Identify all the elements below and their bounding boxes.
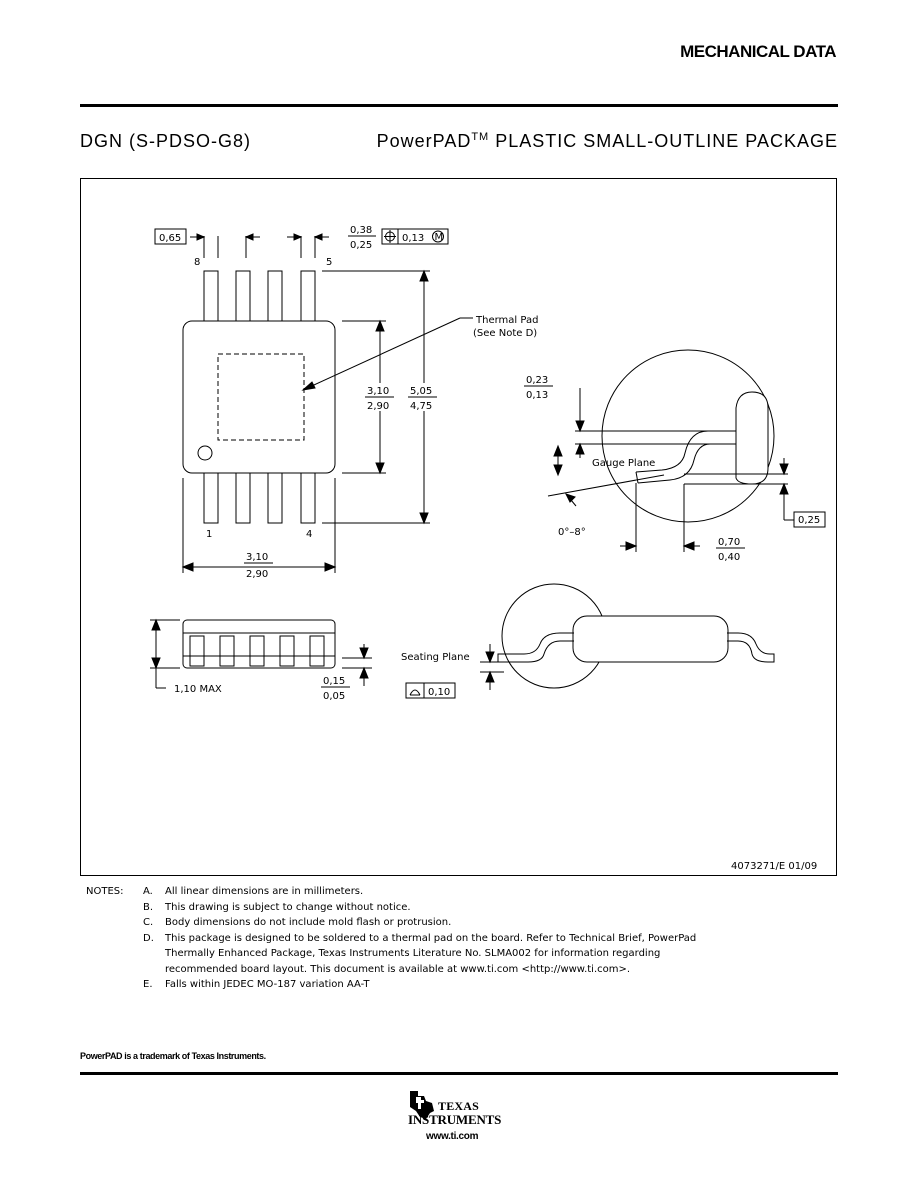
note-line: Thermally Enhanced Package, Texas Instru…	[165, 948, 661, 959]
package-description: PLASTIC SMALL-OUTLINE PACKAGE	[495, 131, 838, 151]
gauge-plane-label: Gauge Plane	[592, 458, 655, 469]
overall-length-min: 4,75	[410, 401, 432, 412]
lead-1	[203, 472, 219, 524]
note-item: D. This package is designed to be soldere…	[143, 931, 843, 978]
pin-5-label: 5	[326, 257, 332, 268]
pitch-box	[154, 228, 187, 245]
mechanical-drawing: 0,65 0,38 0,25 0,13 M 8 5 1 4 Thermal Pa…	[150, 225, 826, 872]
pitch-label: 0,65	[159, 233, 181, 244]
texas-instruments-logo-icon	[410, 1091, 434, 1119]
lead-5	[300, 270, 316, 322]
footer-rule	[80, 1072, 838, 1075]
pin-4-label: 4	[306, 529, 312, 540]
section-title: MECHANICAL DATA	[680, 42, 836, 61]
note-item: C. Body dimensions do not include mold fl…	[143, 915, 843, 931]
tolerance-modifier: M	[435, 232, 444, 243]
company-name-line2: INSTRUMENTS	[408, 1112, 502, 1127]
lead-width-max: 0,38	[350, 225, 372, 236]
note-letter: E.	[143, 979, 153, 990]
trademark-symbol: TM	[471, 131, 490, 143]
lead-3	[267, 472, 283, 524]
detail-circle	[601, 349, 775, 523]
package-body	[182, 320, 336, 474]
drawing-frame	[80, 178, 837, 876]
body-width-max: 3,10	[246, 552, 268, 563]
angle-label: 0°–8°	[558, 527, 586, 538]
lead-6	[267, 270, 283, 322]
coplanarity-frame	[405, 682, 456, 699]
notes-list: A. All linear dimensions are in millimete…	[143, 884, 843, 993]
note-line: This drawing is subject to change withou…	[165, 901, 411, 913]
seating-plane-label: Seating Plane	[401, 652, 470, 663]
note-item: E. Falls within JEDEC MO-187 variation AA…	[143, 977, 843, 993]
gauge-dim-box	[793, 511, 826, 528]
lead-bottom-edge	[637, 443, 736, 484]
note-letter: C.	[143, 917, 154, 928]
pin-1-label: 1	[206, 529, 212, 540]
company-name-line1: TEXAS	[438, 1099, 480, 1113]
foot-length-max: 0,70	[718, 537, 740, 548]
note-line: Falls within JEDEC MO-187 variation AA-T	[165, 979, 370, 990]
package-code: DGN (S-PDSO-G8)	[80, 131, 252, 151]
tolerance-frame	[381, 228, 449, 245]
overall-length-max: 5,05	[410, 386, 432, 397]
note-letter: B.	[143, 901, 154, 913]
lead-2	[235, 472, 251, 524]
package-title: PowerPADTM PLASTIC SMALL-OUTLINE PACKAGE	[377, 131, 838, 152]
note-item: B. This drawing is subject to change with…	[143, 900, 843, 916]
package-brand: PowerPAD	[376, 131, 472, 151]
pin-8-label: 8	[194, 257, 200, 268]
trademark-note: PowerPAD is a trademark of Texas Instrum…	[80, 1051, 266, 1061]
note-line: All linear dimensions are in millimeters…	[165, 886, 364, 897]
thermal-pad-leader	[302, 317, 461, 391]
lead-7	[235, 270, 251, 322]
foot-length-min: 0,40	[718, 552, 740, 563]
drawing-number: 4073271/E 01/09	[731, 861, 817, 872]
coplanarity-value: 0,10	[428, 687, 450, 698]
body-length-min: 2,90	[367, 401, 389, 412]
thermal-pad-outline	[217, 353, 305, 441]
note-item: A. All linear dimensions are in millimete…	[143, 884, 843, 900]
lead-8	[203, 270, 219, 322]
standoff-max: 0,15	[323, 676, 345, 687]
note-line: Body dimensions do not include mold flas…	[165, 917, 452, 928]
body-length-max: 3,10	[367, 386, 389, 397]
company-url: www.ti.com	[426, 1131, 479, 1142]
note-line: recommended board layout. This document …	[165, 963, 631, 975]
thermal-pad-note: (See Note D)	[473, 328, 537, 339]
note-letter: D.	[143, 932, 154, 944]
tolerance-value: 0,13	[402, 233, 424, 244]
lead-top-edge	[635, 430, 736, 473]
height-max-label: 1,10 MAX	[174, 684, 222, 695]
header-rule	[80, 104, 838, 107]
thermal-pad-label: Thermal Pad	[475, 315, 538, 326]
lead-4	[300, 472, 316, 524]
body-width-min: 2,90	[246, 569, 268, 580]
pin1-marker	[197, 445, 213, 461]
standoff-min: 0,05	[323, 691, 345, 702]
side-view-body	[182, 619, 336, 669]
gauge-dim-value: 0,25	[798, 515, 820, 526]
notes-label: NOTES:	[86, 886, 124, 897]
note-line: This package is designed to be soldered …	[165, 932, 697, 944]
seating-body	[572, 615, 729, 663]
note-letter: A.	[143, 886, 153, 897]
lead-thickness-min: 0,13	[526, 390, 548, 401]
lead-thickness-max: 0,23	[526, 375, 548, 386]
lead-width-min: 0,25	[350, 240, 372, 251]
